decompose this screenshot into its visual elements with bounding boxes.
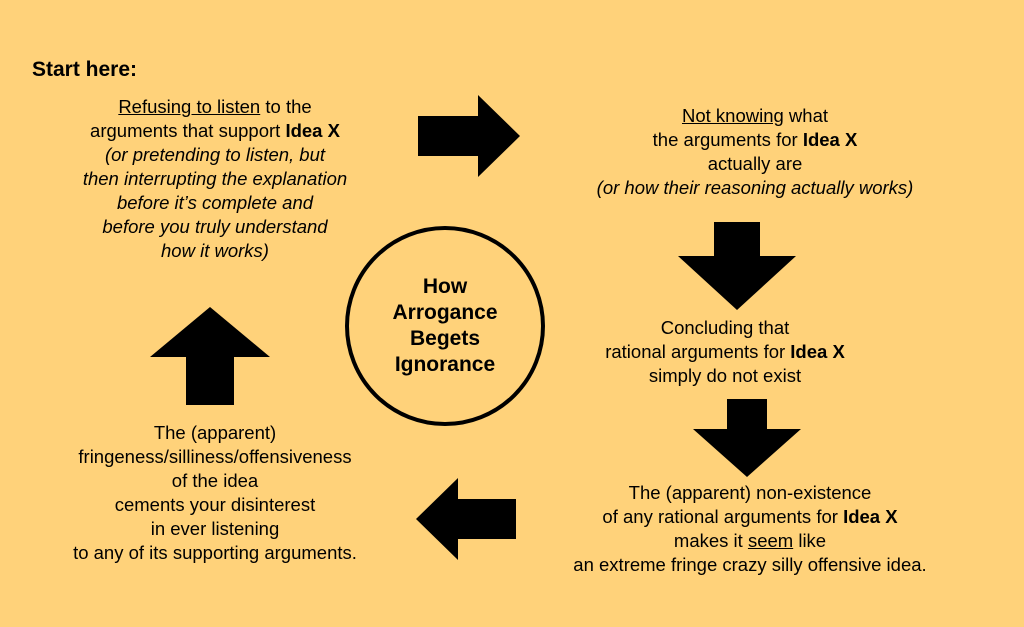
concluding-line-3: simply do not exist bbox=[648, 365, 802, 386]
refusing-line-2: arguments that support Idea X bbox=[20, 119, 410, 143]
fringeness-line: of the idea bbox=[171, 470, 259, 491]
step-not-knowing: Not knowing what the arguments for Idea … bbox=[520, 104, 990, 200]
refusing-text: arguments that support bbox=[90, 120, 286, 141]
not-knowing-line-1: Not knowing what bbox=[520, 104, 990, 128]
arrow-right-icon bbox=[418, 95, 520, 177]
start-here-label: Start here: bbox=[32, 58, 138, 81]
step-concluding: Concluding that rational arguments for I… bbox=[560, 316, 890, 388]
not-knowing-text: what bbox=[783, 105, 829, 126]
nonexistence-line-3: makes it seem like bbox=[510, 529, 990, 553]
center-title-line: Begets bbox=[409, 327, 481, 350]
center-title-line: How bbox=[422, 275, 468, 298]
fringeness-line: to any of its supporting arguments. bbox=[73, 542, 357, 563]
concluding-line-2: rational arguments for Idea X bbox=[560, 340, 890, 364]
arrow-up-icon bbox=[150, 307, 270, 405]
nonexistence-line-4: an extreme fringe crazy silly offensive … bbox=[573, 554, 927, 575]
refusing-text: to the bbox=[260, 96, 312, 117]
nonexistence-line-2: of any rational arguments for Idea X bbox=[510, 505, 990, 529]
idea-x-label: Idea X bbox=[802, 129, 858, 150]
idea-x-label: Idea X bbox=[843, 506, 898, 527]
refusing-italic-line: then interrupting the explanation bbox=[82, 168, 348, 189]
arrow-down-icon bbox=[693, 399, 801, 477]
idea-x-label: Idea X bbox=[285, 120, 340, 141]
center-title: How Arrogance Begets Ignorance bbox=[392, 274, 497, 378]
nonexistence-text: makes it bbox=[673, 530, 748, 551]
nonexistence-text: like bbox=[793, 530, 827, 551]
not-knowing-line-2: the arguments for Idea X bbox=[520, 128, 990, 152]
step-fringeness: The (apparent) fringeness/silliness/offe… bbox=[10, 421, 420, 565]
fringeness-line: The (apparent) bbox=[153, 422, 277, 443]
not-knowing-italic-line: (or how their reasoning actually works) bbox=[596, 177, 914, 198]
refusing-italic-line: before you truly understand bbox=[102, 216, 328, 237]
concluding-line-1: Concluding that bbox=[660, 317, 790, 338]
concluding-text: rational arguments for bbox=[605, 341, 791, 362]
fringeness-line: cements your disinterest bbox=[114, 494, 316, 515]
not-knowing-line-3: actually are bbox=[707, 153, 803, 174]
idea-x-label: Idea X bbox=[790, 341, 845, 362]
refusing-line-1: Refusing to listen to the bbox=[20, 95, 410, 119]
center-circle: How Arrogance Begets Ignorance bbox=[345, 226, 545, 426]
nonexistence-text: of any rational arguments for bbox=[602, 506, 844, 527]
step-refusing-to-listen: Refusing to listen to the arguments that… bbox=[20, 95, 410, 263]
center-title-line: Arrogance bbox=[392, 301, 498, 324]
fringeness-line: in ever listening bbox=[150, 518, 280, 539]
arrow-left-icon bbox=[416, 478, 516, 560]
arrow-down-icon bbox=[678, 222, 796, 310]
fringeness-line: fringeness/silliness/offensiveness bbox=[78, 446, 352, 467]
center-title-line: Ignorance bbox=[394, 353, 496, 376]
step-apparent-nonexistence: The (apparent) non-existence of any rati… bbox=[510, 481, 990, 577]
not-knowing-underlined-text: Not knowing bbox=[681, 105, 784, 126]
not-knowing-text: the arguments for bbox=[652, 129, 803, 150]
refusing-italic-line: how it works) bbox=[161, 240, 269, 261]
seem-underlined-text: seem bbox=[747, 530, 794, 551]
refusing-underlined-text: Refusing to listen bbox=[118, 96, 261, 117]
nonexistence-line-1: The (apparent) non-existence bbox=[628, 482, 872, 503]
refusing-italic-line: (or pretending to listen, but bbox=[104, 144, 326, 165]
refusing-italic-line: before it’s complete and bbox=[116, 192, 314, 213]
